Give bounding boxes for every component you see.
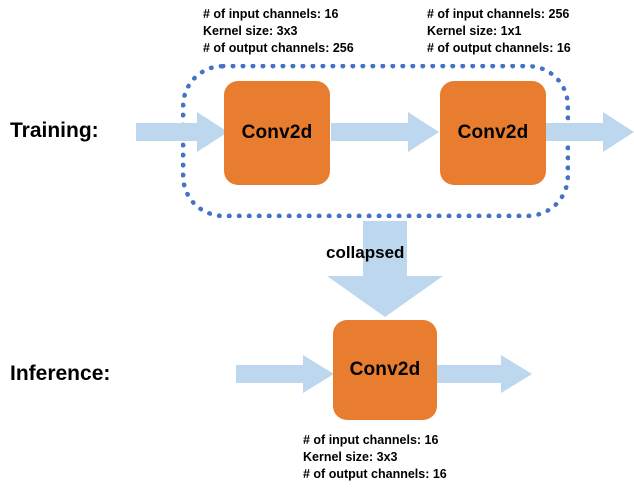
annotation-output-channels: # of output channels: 16 (303, 467, 447, 481)
annotation-training-conv-2: # of input channels: 256 Kernel size: 1x… (427, 6, 571, 57)
annotation-output-channels: # of output channels: 16 (427, 41, 571, 55)
training-input-arrow (136, 112, 228, 152)
annotation-input-channels: # of input channels: 256 (427, 7, 570, 21)
training-conv2d-block-2: Conv2d (440, 81, 546, 185)
annotation-input-channels: # of input channels: 16 (303, 433, 439, 447)
inference-output-arrow (437, 355, 532, 393)
collapsed-label: collapsed (326, 243, 405, 262)
annotation-training-conv-1: # of input channels: 16 Kernel size: 3x3… (203, 6, 354, 57)
block-label: Conv2d (457, 122, 529, 143)
collapsed-down-arrow (327, 221, 443, 317)
block-label: Conv2d (349, 359, 421, 380)
training-middle-arrow (331, 112, 439, 152)
training-conv2d-block-1: Conv2d (224, 81, 330, 185)
annotation-kernel-size: Kernel size: 3x3 (303, 450, 398, 464)
annotation-inference-conv: # of input channels: 16 Kernel size: 3x3… (303, 432, 447, 483)
block-label: Conv2d (241, 122, 313, 143)
annotation-input-channels: # of input channels: 16 (203, 7, 339, 21)
annotation-kernel-size: Kernel size: 1x1 (427, 24, 522, 38)
training-output-arrow (546, 112, 634, 152)
inference-input-arrow (236, 355, 334, 393)
annotation-output-channels: # of output channels: 256 (203, 41, 354, 55)
annotation-kernel-size: Kernel size: 3x3 (203, 24, 298, 38)
inference-row-label: Inference: (10, 362, 111, 385)
training-row-label: Training: (10, 119, 99, 142)
inference-conv2d-block: Conv2d (333, 320, 437, 420)
